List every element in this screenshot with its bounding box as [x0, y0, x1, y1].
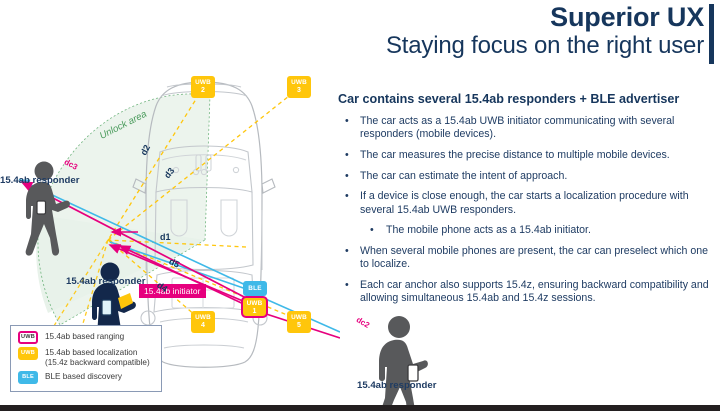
legend-box: UWB 15.4ab based ranging UWB 15.4ab base…: [10, 325, 162, 392]
anchor-number: 4: [200, 321, 206, 329]
bullet-dot: •: [345, 244, 349, 257]
legend-text: 15.4ab based ranging: [45, 332, 125, 341]
anchor-label: UWB: [195, 313, 211, 321]
anchor-number: 2: [200, 86, 206, 94]
legend-row-ranging: UWB 15.4ab based ranging: [18, 331, 155, 344]
localization-rays: [107, 87, 300, 323]
bottom-border-strip: [0, 405, 720, 411]
legend-row-localization: UWB 15.4ab based localization (15.4z bac…: [18, 347, 155, 368]
uwb-ranging-links: [20, 181, 340, 339]
person-left-caption: 15.4ab responder: [0, 175, 80, 186]
bullet-dot: •: [370, 224, 374, 237]
anchor-label: UWB: [291, 78, 307, 86]
center-ble-badge[interactable]: BLE: [243, 281, 267, 296]
center-uwb-number: 1: [252, 308, 257, 315]
uwb-car-diagram: UWB 2 UWB 3 UWB 4 UWB 5 BLE UWB 1 Unlock…: [0, 60, 436, 411]
title-accent-bar: [709, 4, 714, 64]
person-left-figure: [25, 161, 70, 256]
page-subtitle: Staying focus on the right user: [386, 32, 704, 59]
anchor-label: UWB: [195, 78, 211, 86]
legend-text: 15.4ab based localization (15.4z backwar…: [45, 348, 150, 367]
bullet-dot: •: [345, 278, 349, 291]
anchor-uwb-5[interactable]: UWB 5: [287, 311, 311, 333]
bullet-dot: •: [345, 115, 349, 127]
slide-title-block: Superior UX Staying focus on the right u…: [352, 2, 720, 64]
bullet-item: • Each car anchor also supports 15.4z, e…: [338, 279, 718, 305]
bullet-list: • The car acts as a 15.4ab UWB initiator…: [338, 115, 718, 305]
center-uwb-label: UWB: [246, 300, 263, 307]
bullet-item-sub: • The mobile phone acts as a 15.4ab init…: [338, 224, 718, 237]
anchor-number: 3: [296, 86, 302, 94]
bullet-text: The mobile phone acts as a 15.4ab initia…: [386, 224, 591, 237]
bullet-item: • If a device is close enough, the car s…: [338, 190, 718, 216]
bullet-text: Each car anchor also supports 15.4z, ens…: [360, 278, 709, 305]
bullet-text: The car acts as a 15.4ab UWB initiator c…: [360, 115, 675, 141]
body-column: Car contains several 15.4ab responders +…: [338, 92, 718, 313]
anchor-uwb-3[interactable]: UWB 3: [287, 76, 311, 98]
ble-discovery-icon: BLE: [18, 371, 38, 384]
bullet-dot: •: [345, 148, 349, 161]
phone-left: [36, 200, 47, 215]
page-title: Superior UX: [550, 2, 704, 32]
anchor-uwb-4[interactable]: UWB 4: [191, 311, 215, 333]
bullet-item: • The car measures the precise distance …: [338, 149, 718, 162]
person-right-caption: 15.4ab responder: [357, 380, 437, 391]
initiator-tag: 15.4ab initiator: [139, 284, 206, 298]
bullet-text: If a device is close enough, the car sta…: [360, 190, 689, 216]
bullet-item: • When several mobile phones are present…: [338, 245, 718, 271]
legend-row-discovery: BLE BLE based discovery: [18, 371, 155, 384]
bullet-dot: •: [345, 169, 349, 182]
person-right-svg: [379, 316, 428, 411]
legend-text: BLE based discovery: [45, 372, 122, 381]
bullet-text: The car measures the precise distance to…: [360, 148, 670, 161]
center-uwb-badge[interactable]: UWB 1: [241, 296, 268, 318]
distance-label-d1: d1: [160, 232, 171, 242]
uwb-ranging-icon: UWB: [18, 331, 38, 344]
phone-right: [407, 364, 419, 382]
person-middle-caption: 15.4ab responder: [66, 276, 146, 287]
unlock-area-shape: [36, 93, 211, 326]
bullet-item: • The car can estimate the intent of app…: [338, 170, 718, 183]
anchor-number: 5: [296, 321, 302, 329]
bullet-text: When several mobile phones are present, …: [360, 244, 709, 271]
uwb-localization-icon: UWB: [18, 347, 38, 360]
bullet-text: The car can estimate the intent of appro…: [360, 169, 568, 182]
phone-middle: [101, 293, 133, 316]
anchor-uwb-2[interactable]: UWB 2: [191, 76, 215, 98]
body-heading: Car contains several 15.4ab responders +…: [338, 92, 680, 106]
diagram-vector-layer: [18, 81, 340, 368]
bullet-item: • The car acts as a 15.4ab UWB initiator…: [338, 115, 718, 141]
bullet-dot: •: [345, 190, 349, 203]
anchor-label: UWB: [291, 313, 307, 321]
